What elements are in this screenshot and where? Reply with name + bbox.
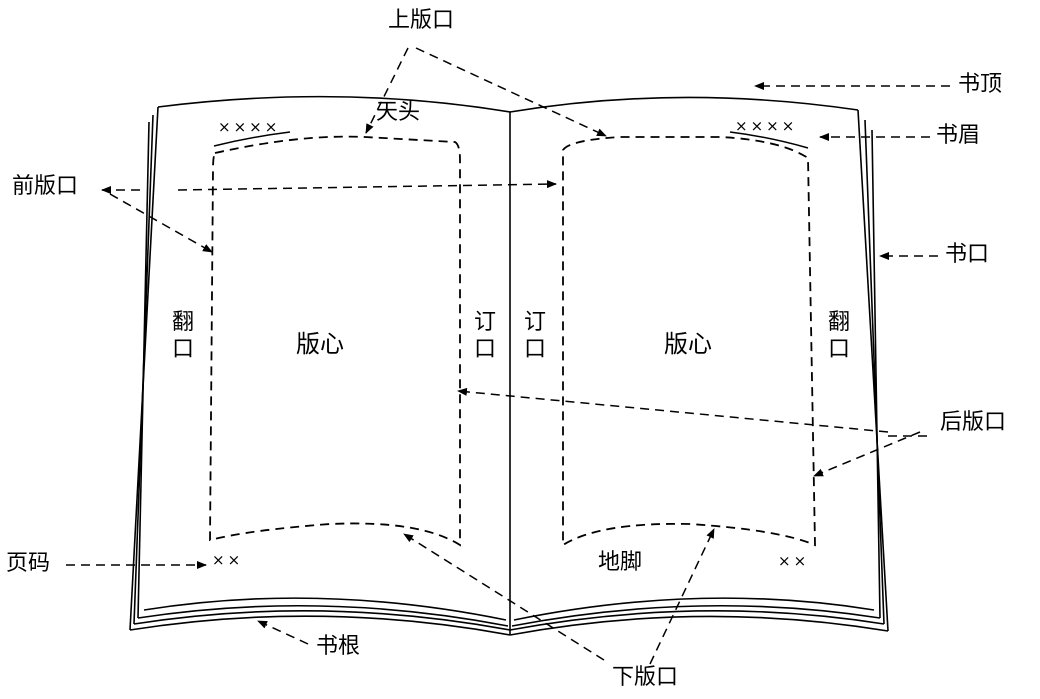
label-bottom-margin: 下版口	[612, 665, 679, 690]
label-fore-edge: 书口	[945, 242, 990, 267]
label-page-number: 页码	[6, 551, 51, 576]
header-rules	[213, 131, 809, 149]
label-book-eyebrow: 书眉	[936, 123, 981, 148]
label-front-margin: 前版口	[12, 174, 79, 199]
label-gutter-right: 订口	[524, 310, 547, 362]
label-text-block-right: 版心	[664, 330, 712, 358]
label-foot: 地脚	[598, 550, 643, 575]
label-top-margin: 上版口	[388, 8, 455, 33]
label-book-top: 书顶	[958, 72, 1003, 97]
folio-marks-right: ××	[778, 552, 810, 570]
label-back-margin: 后版口	[940, 410, 1007, 435]
label-book-tail: 书根	[316, 634, 361, 659]
folio-marks-left: ××	[212, 551, 244, 569]
label-text-block-left: 版心	[296, 330, 344, 358]
label-head: 天头	[376, 100, 421, 125]
header-marks-right: ××××	[735, 117, 798, 135]
label-outer-margin-right: 翻口	[828, 310, 851, 362]
text-block-frames	[209, 135, 816, 547]
header-marks-left: ××××	[218, 118, 281, 136]
book-outline	[129, 95, 889, 636]
label-outer-margin-left: 翻口	[172, 310, 195, 362]
callout-arrows	[66, 47, 950, 665]
label-gutter-left: 订口	[474, 310, 497, 362]
